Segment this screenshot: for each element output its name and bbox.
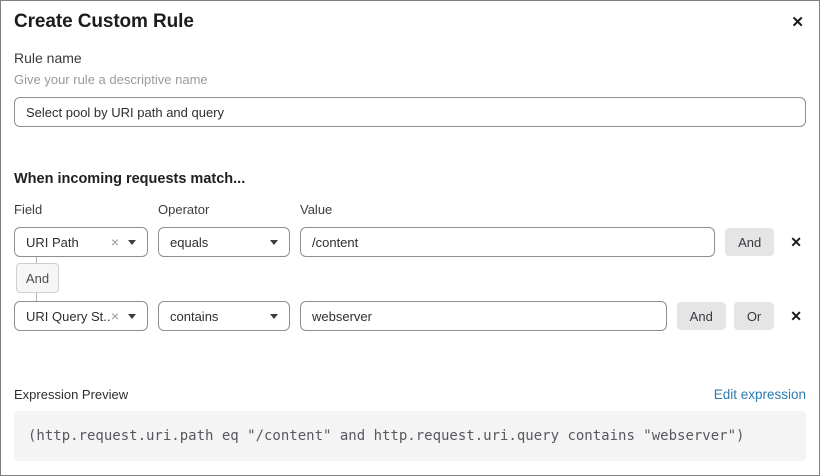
condition-connector: And (14, 257, 806, 301)
dialog-header: Create Custom Rule ✕ (14, 11, 806, 33)
field-select-2[interactable]: URI Query St... × (14, 301, 148, 331)
close-icon[interactable]: ✕ (791, 14, 804, 31)
and-button-row-2[interactable]: And (676, 302, 726, 330)
operator-select-1-value: equals (170, 234, 209, 250)
remove-condition-icon[interactable]: ✕ (790, 234, 802, 250)
expression-preview-label: Expression Preview (14, 387, 129, 402)
remove-condition-icon[interactable]: ✕ (790, 308, 802, 324)
chevron-down-icon (128, 313, 136, 319)
value-column-label: Value (300, 202, 333, 217)
condition-row-1: URI Path × equals And ✕ (14, 227, 806, 257)
edit-expression-link[interactable]: Edit expression (713, 387, 806, 402)
rule-name-helper: Give your rule a descriptive name (14, 72, 208, 87)
rule-name-label: Rule name (14, 50, 82, 66)
expression-text: (http.request.uri.path eq "/content" and… (28, 428, 745, 444)
value-input-1[interactable] (300, 227, 716, 257)
expression-preview-code: (http.request.uri.path eq "/content" and… (14, 411, 806, 461)
connector-line-top (36, 257, 37, 263)
or-button-row-2[interactable]: Or (733, 302, 775, 330)
value-input-2[interactable] (300, 301, 667, 331)
chevron-down-icon (270, 313, 278, 319)
chevron-down-icon (128, 239, 136, 245)
operator-select-1[interactable]: equals (158, 227, 290, 257)
and-button-row-1[interactable]: And (725, 228, 775, 256)
operator-select-2[interactable]: contains (158, 301, 290, 331)
clear-field-icon[interactable]: × (110, 308, 119, 324)
operator-column-label: Operator (158, 202, 210, 217)
operator-select-2-value: contains (170, 308, 219, 324)
connector-and-chip[interactable]: And (16, 263, 59, 293)
condition-row-2: URI Query St... × contains And Or ✕ (14, 301, 806, 331)
field-select-1[interactable]: URI Path × (14, 227, 148, 257)
rule-name-input[interactable] (14, 97, 806, 127)
field-column-label: Field (14, 202, 43, 217)
chevron-down-icon (270, 239, 278, 245)
field-select-1-value: URI Path (26, 234, 79, 250)
match-section-heading: When incoming requests match... (14, 171, 246, 187)
clear-field-icon[interactable]: × (110, 234, 119, 250)
expression-preview-header: Expression Preview Edit expression (14, 387, 806, 402)
connector-line-bottom (36, 293, 37, 301)
field-select-2-value: URI Query St... (26, 308, 111, 324)
page-title: Create Custom Rule (14, 11, 194, 32)
builder-column-labels: Field Operator Value (14, 202, 806, 217)
